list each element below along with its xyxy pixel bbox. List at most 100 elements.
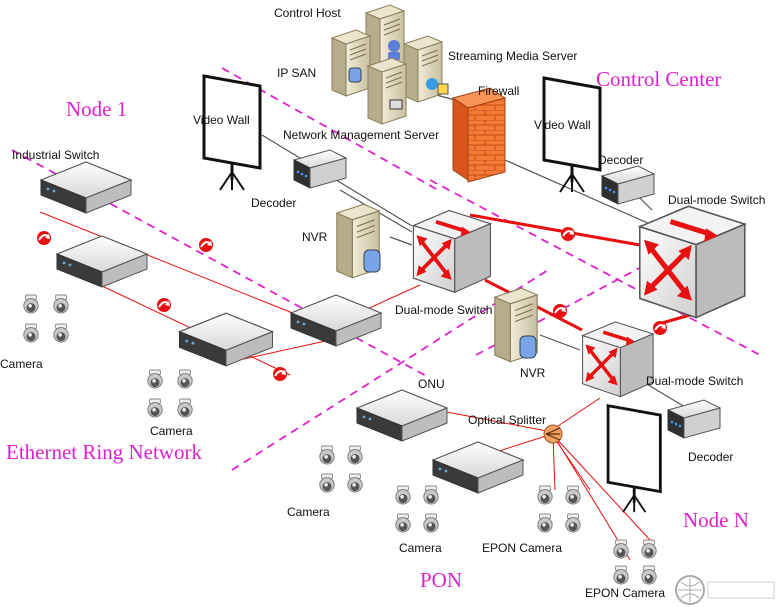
video-wall-3[interactable] <box>606 404 662 514</box>
camera-group-2[interactable] <box>147 369 193 418</box>
label-nms: Network Management Server <box>283 128 439 142</box>
label-camera-4: Camera <box>399 541 442 555</box>
camera-icon <box>177 398 193 418</box>
camera-icon <box>613 539 629 559</box>
label-epon-camera-1: EPON Camera <box>482 541 562 555</box>
label-industrial-switch: Industrial Switch <box>12 148 99 162</box>
link-splitter-epon1 <box>552 435 556 491</box>
ring-marker-1 <box>36 230 52 246</box>
label-decoder-3: Decoder <box>688 450 733 464</box>
zone-node1: Node 1 <box>66 97 127 121</box>
device-labels: Control Host IP SAN Streaming Media Serv… <box>0 6 765 600</box>
camera-group-1[interactable] <box>23 294 69 343</box>
camera-icon <box>641 565 657 585</box>
camera-icon <box>23 323 39 343</box>
link-ring-top <box>39 211 311 321</box>
label-streaming-server: Streaming Media Server <box>448 49 577 63</box>
control-host-server[interactable] <box>365 4 405 72</box>
optical-splitter-icon[interactable] <box>543 424 563 444</box>
label-camera-1: Camera <box>0 357 43 371</box>
dual-mode-switch-2[interactable] <box>580 320 655 399</box>
zone-ethernet-ring: Ethernet Ring Network <box>6 440 202 464</box>
epon-camera-group-1[interactable] <box>537 485 581 533</box>
camera-icon <box>423 485 439 505</box>
camera-icon <box>537 513 553 533</box>
link-nvr1-to-dual1 <box>389 236 413 246</box>
decoder-2[interactable] <box>601 165 655 205</box>
camera-icon <box>641 539 657 559</box>
camera-icon <box>319 473 335 493</box>
camera-icon <box>423 513 439 533</box>
firewall[interactable] <box>451 87 507 183</box>
divider-center-lower <box>429 179 761 356</box>
label-dual-switch-1: Dual-mode Switch <box>395 303 492 317</box>
label-video-wall-1: Video Wall <box>193 113 250 127</box>
zone-node-n: Node N <box>683 508 749 532</box>
link-splitter-epon2b <box>553 435 631 561</box>
streaming-media-server[interactable] <box>403 35 449 103</box>
zone-control-center: Control Center <box>596 67 721 91</box>
nvr-1-disk-icon <box>363 249 381 273</box>
camera-icon <box>177 369 193 389</box>
video-wall-2[interactable] <box>542 76 602 194</box>
label-dual-switch-3: Dual-mode Switch <box>668 193 765 207</box>
camera-icon <box>613 565 629 585</box>
ring-marker-2 <box>198 237 214 253</box>
divider-node1-left <box>11 149 431 379</box>
camera-icon <box>147 369 163 389</box>
camera-icon <box>53 323 69 343</box>
label-ip-san: IP SAN <box>277 66 316 80</box>
onu-2[interactable] <box>432 441 524 494</box>
link-dual3-to-decoder2 <box>639 197 653 211</box>
ring-switch-4[interactable] <box>290 294 382 347</box>
camera-icon <box>395 513 411 533</box>
camera-icon <box>53 294 69 314</box>
ip-san-server[interactable] <box>331 29 371 97</box>
zone-pon: PON <box>420 568 462 592</box>
dual-mode-switch-1[interactable] <box>411 208 493 295</box>
epon-camera-group-2[interactable] <box>613 539 657 585</box>
decoder-1[interactable] <box>293 149 347 189</box>
label-camera-3: Camera <box>287 505 330 519</box>
camera-group-3[interactable] <box>319 445 363 493</box>
ring-marker-6 <box>552 303 568 319</box>
camera-icon <box>23 294 39 314</box>
dual-mode-switch-3[interactable] <box>640 206 745 317</box>
camera-group-4[interactable] <box>395 485 439 533</box>
link-firewall-to-dual3 <box>504 159 669 233</box>
link-dual2-to-decoder3 <box>639 379 691 411</box>
onu-1[interactable] <box>356 389 448 442</box>
label-video-wall-2: Video Wall <box>534 118 591 132</box>
camera-icon <box>347 473 363 493</box>
industrial-switch[interactable] <box>40 161 132 214</box>
label-epon-camera-2: EPON Camera <box>585 586 665 600</box>
label-firewall: Firewall <box>478 84 519 98</box>
label-dual-switch-2: Dual-mode Switch <box>646 374 743 388</box>
camera-icon <box>565 485 581 505</box>
ring-marker-3 <box>156 297 172 313</box>
decoder-3[interactable] <box>667 399 721 439</box>
nvr-2-disk-icon <box>519 335 537 359</box>
zone-labels: Node 1 Control Center Ethernet Ring Netw… <box>6 67 749 592</box>
nms-server[interactable] <box>367 57 407 125</box>
ring-switch-3[interactable] <box>178 312 274 367</box>
label-nvr-1: NVR <box>302 230 328 244</box>
link-core-dual1-dual3 <box>469 213 641 247</box>
watermark-logo <box>675 575 775 605</box>
camera-icon <box>319 445 335 465</box>
label-camera-2: Camera <box>150 424 193 438</box>
label-nvr-2: NVR <box>520 366 546 380</box>
link-ring-low <box>229 339 331 363</box>
video-wall-1[interactable] <box>202 74 262 192</box>
link-nvr2-to-dual2 <box>539 334 581 351</box>
label-onu: ONU <box>418 377 445 391</box>
label-decoder-1: Decoder <box>251 196 296 210</box>
ring-switch-2[interactable] <box>56 235 148 288</box>
link-splitter-epon2 <box>553 435 651 541</box>
link-ring-to-dual1 <box>364 284 421 311</box>
camera-icon <box>537 485 553 505</box>
ring-marker-5 <box>560 226 576 242</box>
ring-marker-4 <box>272 366 288 382</box>
label-decoder-2: Decoder <box>598 153 643 167</box>
